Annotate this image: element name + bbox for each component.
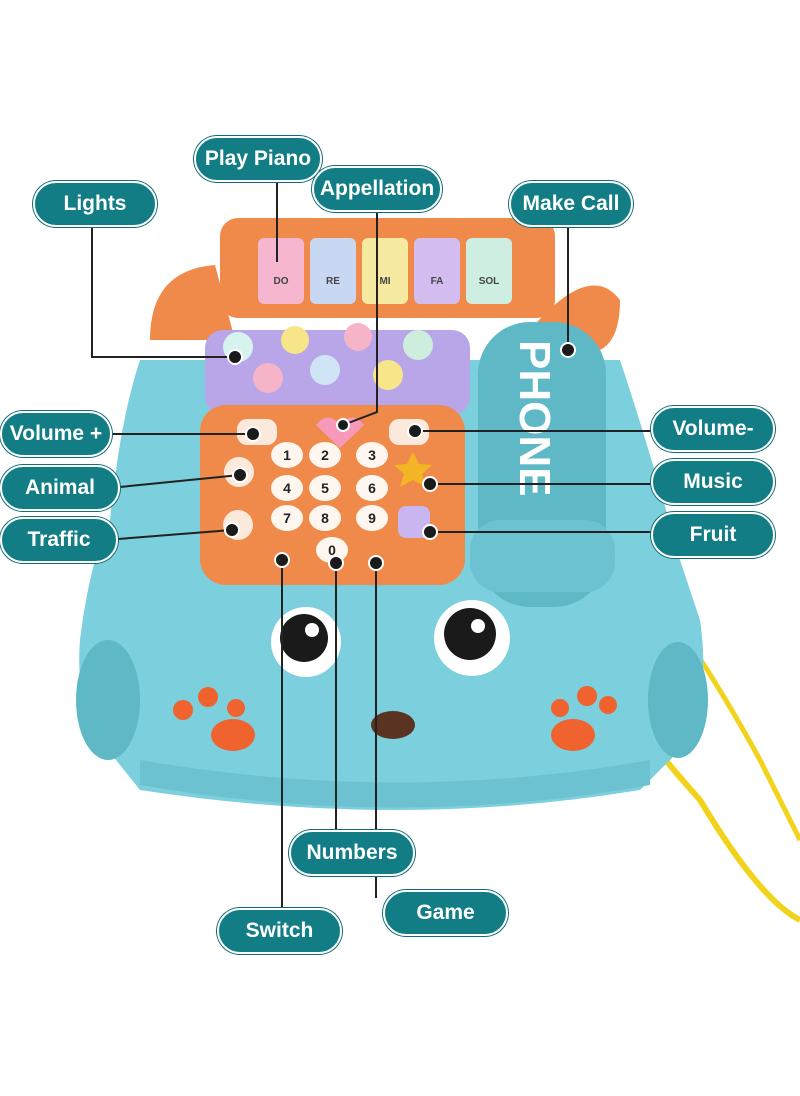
keypad-digit: 1 <box>283 447 291 463</box>
piano-key <box>466 238 512 304</box>
eye-right-shine <box>471 619 485 633</box>
keypad-digit: 4 <box>283 480 291 496</box>
eye-left-shine <box>305 623 319 637</box>
keypad-digit: 2 <box>321 447 329 463</box>
piano-key <box>310 238 356 304</box>
callout-play-piano: Play Piano <box>194 136 322 182</box>
callout-fruit: Fruit <box>651 512 775 558</box>
piano-key-label: MI <box>379 276 390 287</box>
piano-key-label: DO <box>274 276 289 287</box>
keypad-button <box>309 505 341 531</box>
keypad-button <box>271 475 303 501</box>
keypad-digit: 8 <box>321 510 329 526</box>
piano-keys: DO RE MI FA SOL <box>258 238 512 304</box>
keypad-digit: 9 <box>368 510 376 526</box>
keypad-button <box>356 442 388 468</box>
wheel-left <box>76 640 140 760</box>
callout-make-call: Make Call <box>509 181 633 227</box>
keypad-digit: 6 <box>368 480 376 496</box>
connector-dots <box>224 342 576 571</box>
eye-right-pupil <box>444 608 496 660</box>
callout-music: Music <box>651 459 775 505</box>
callout-game: Game <box>383 890 508 936</box>
keypad-digit: 3 <box>368 447 376 463</box>
handset-label: PHONE <box>510 340 559 496</box>
nose <box>371 711 415 739</box>
wheel-right <box>648 642 708 758</box>
piano-key-label: RE <box>326 276 340 287</box>
keypad-button <box>309 442 341 468</box>
callout-volume-plus: Volume + <box>0 411 112 457</box>
piano-key-label: FA <box>431 276 444 287</box>
keypad-button <box>356 505 388 531</box>
handset-cradle <box>470 520 615 592</box>
piano-key <box>362 238 408 304</box>
keypad-digits: 1 2 3 4 5 6 7 8 9 0 <box>271 442 388 563</box>
piano-key <box>258 238 304 304</box>
light-buttons <box>223 323 433 393</box>
callout-traffic: Traffic <box>0 517 118 563</box>
ear-left <box>150 265 235 340</box>
keypad-button <box>271 442 303 468</box>
keypad-button <box>356 475 388 501</box>
keypad-button <box>271 505 303 531</box>
keypad-digit: 7 <box>283 510 291 526</box>
keypad-button <box>309 475 341 501</box>
callout-numbers: Numbers <box>289 830 415 876</box>
keypad-digit: 0 <box>328 542 336 558</box>
callout-volume-minus: Volume- <box>651 406 775 452</box>
piano-key-label: SOL <box>479 276 500 287</box>
piano-key <box>414 238 460 304</box>
callout-lights: Lights <box>33 181 157 227</box>
paw-right <box>551 686 617 751</box>
car-bumper <box>140 760 650 808</box>
eye-left-pupil <box>280 614 328 662</box>
callout-appellation: Appellation <box>312 166 442 212</box>
keypad-digit: 5 <box>321 480 329 496</box>
callout-animal: Animal <box>0 465 120 511</box>
callout-switch: Switch <box>217 908 342 954</box>
paw-left <box>173 687 255 751</box>
